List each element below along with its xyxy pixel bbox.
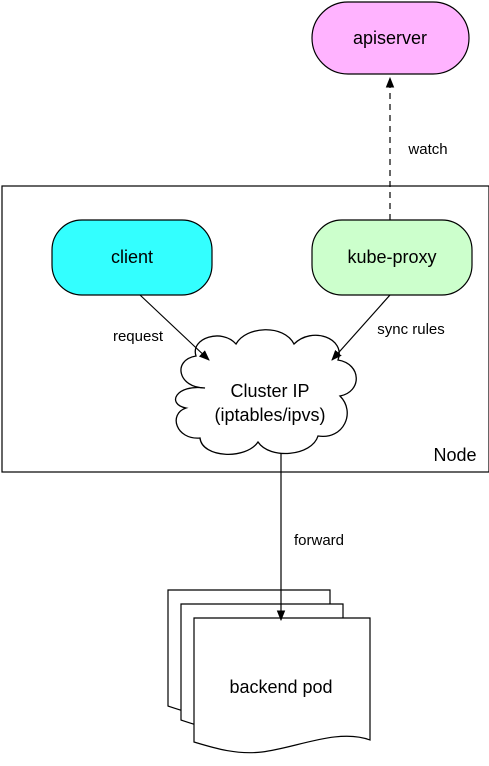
edge-request[interactable]: request (113, 294, 210, 361)
apiserver-label: apiserver (353, 28, 427, 48)
client-node[interactable]: client (51, 219, 213, 296)
apiserver-node[interactable]: apiserver (311, 1, 470, 75)
edge-watch-label: watch (407, 141, 447, 158)
node-container-label: Node (433, 445, 476, 465)
kube-proxy-label: kube-proxy (347, 247, 436, 267)
backend-pod-stack[interactable]: backend pod (167, 589, 371, 754)
client-label: client (111, 247, 153, 267)
edge-watch[interactable]: watch (385, 76, 448, 220)
cluster-ip-cloud[interactable]: Cluster IP (iptables/ipvs) (174, 329, 357, 455)
cluster-ip-label: Cluster IP (230, 381, 309, 401)
cluster-ip-sublabel: (iptables/ipvs) (214, 405, 325, 425)
backend-pod-label: backend pod (229, 677, 332, 697)
edge-forward[interactable]: forward (276, 453, 344, 622)
edge-request-label: request (113, 328, 164, 345)
edge-forward-label: forward (294, 532, 344, 549)
edge-sync-rules[interactable]: sync rules (331, 294, 445, 361)
kube-proxy-node[interactable]: kube-proxy (311, 219, 473, 296)
edge-sync-rules-label: sync rules (377, 321, 445, 338)
